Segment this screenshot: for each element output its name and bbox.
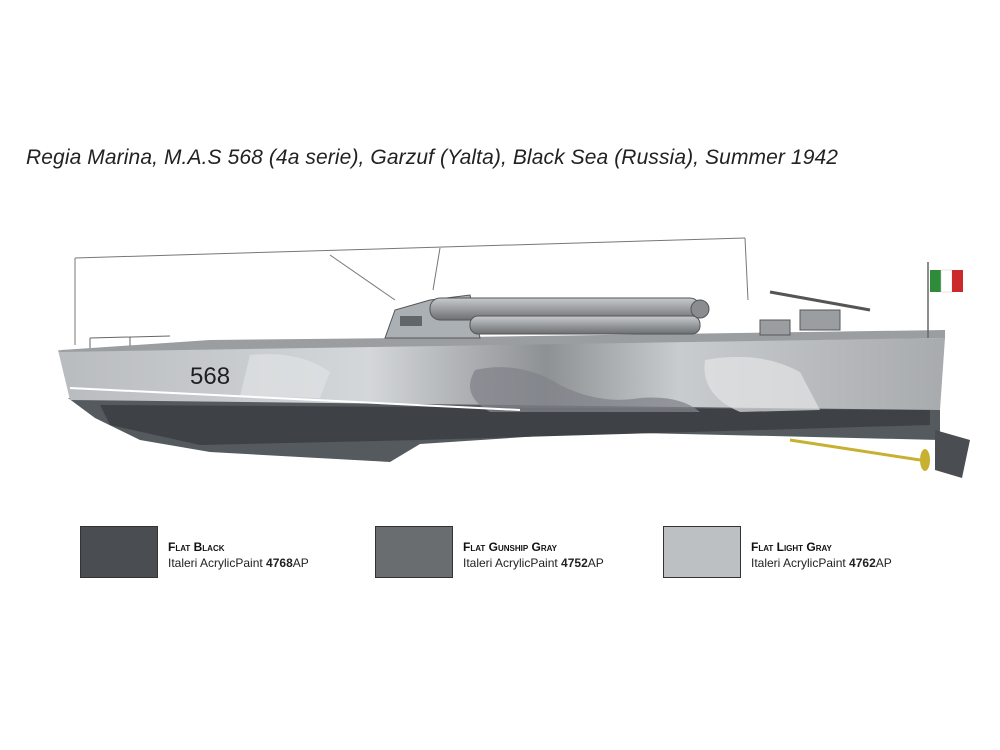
paint-code: 4752 [561, 556, 588, 570]
aft-gun [759, 290, 871, 336]
paint-name: Flat Gunship Gray [463, 540, 558, 554]
boot-stripe [69, 387, 521, 411]
camo-patch-2 [704, 356, 820, 412]
paint-suffix: AP [292, 556, 309, 570]
camo-patch-3 [240, 354, 330, 398]
paint-code: 4768 [266, 556, 293, 570]
rudder [935, 430, 970, 478]
italian-flag [930, 269, 963, 293]
boat-profile: 568 [58, 237, 970, 478]
paint-brand: Italeri AcrylicPaint [751, 556, 846, 570]
profile-caption: Regia Marina, M.A.S 568 (4a serie), Garz… [26, 146, 839, 169]
paint-suffix: AP [587, 556, 604, 570]
hull-number: 568 [190, 363, 230, 390]
paint-reference: Italeri AcrylicPaint 4768AP [168, 554, 309, 572]
color-chip [80, 526, 158, 578]
color-chip [375, 526, 453, 578]
hull-shadow [100, 405, 930, 445]
deck [58, 330, 945, 352]
paint-code: 4762 [849, 556, 876, 570]
wheelhouse-window [400, 316, 422, 326]
paint-brand: Italeri AcrylicPaint [463, 556, 558, 570]
color-chip [663, 526, 741, 578]
torpedo-tubes [429, 297, 710, 335]
propeller [920, 449, 930, 471]
propeller-shaft [789, 438, 921, 462]
paint-name: Flat Black [168, 540, 225, 554]
rigging [74, 237, 749, 345]
paint-reference: Italeri AcrylicPaint 4752AP [463, 554, 604, 572]
paint-reference: Italeri AcrylicPaint 4762AP [751, 554, 892, 572]
paint-brand: Italeri AcrylicPaint [168, 556, 263, 570]
paint-name: Flat Light Gray [751, 540, 832, 554]
paint-suffix: AP [875, 556, 892, 570]
camo-patch-1 [470, 367, 700, 412]
bow-railing [89, 335, 171, 348]
